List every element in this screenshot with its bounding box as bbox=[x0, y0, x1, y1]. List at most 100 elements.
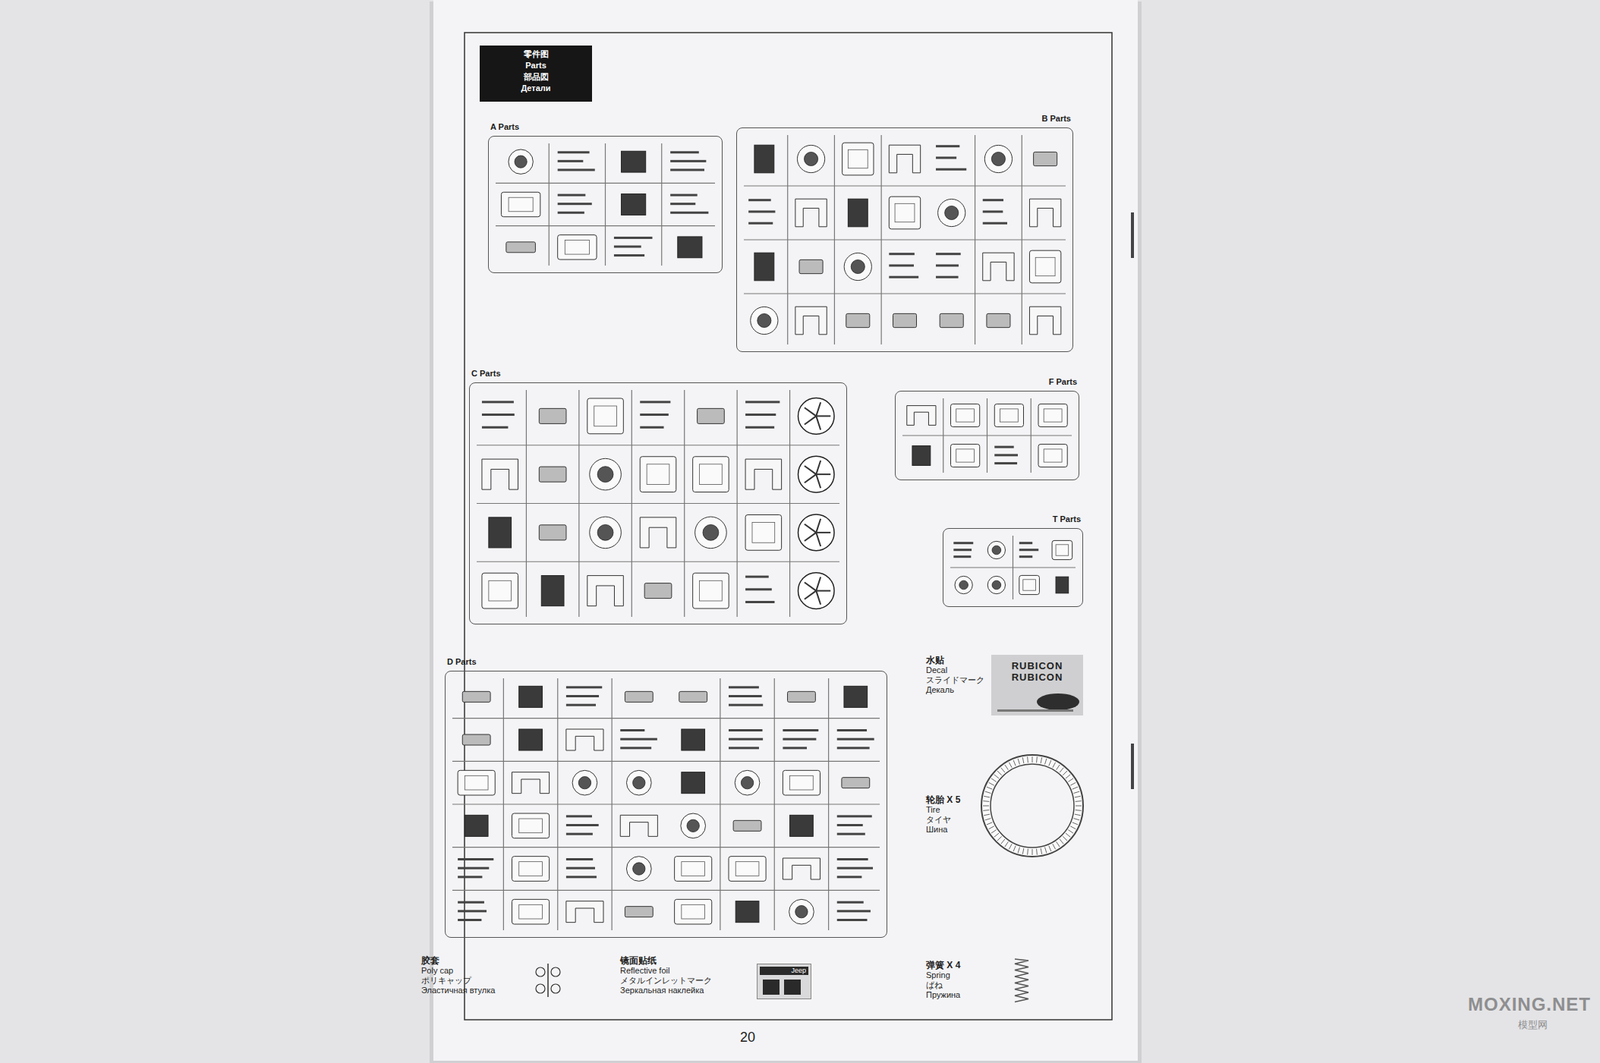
sprue-part bbox=[566, 833, 593, 836]
sprue-part bbox=[754, 144, 775, 174]
sprue-part bbox=[457, 901, 485, 904]
foil-artwork bbox=[761, 978, 807, 997]
sprue-runner bbox=[476, 561, 840, 563]
sprue-part bbox=[481, 400, 514, 404]
sprue-part bbox=[681, 862, 706, 877]
sprue-part bbox=[994, 462, 1018, 465]
sprue-part bbox=[935, 276, 959, 279]
sprue-part bbox=[837, 738, 875, 741]
sprue-part bbox=[752, 522, 775, 544]
legend-text: 水贴 bbox=[925, 655, 945, 666]
sprue-part bbox=[557, 211, 585, 215]
sprue-part bbox=[508, 197, 533, 212]
sprue-runner bbox=[743, 239, 1066, 240]
sprue-part bbox=[750, 306, 778, 334]
sprue-runner bbox=[737, 390, 738, 618]
reflective-foil: Jeep bbox=[756, 963, 812, 1000]
decal-text: RUBICON bbox=[996, 671, 1078, 684]
sprue-part bbox=[956, 409, 975, 423]
sprue-runner bbox=[789, 390, 791, 618]
sprue-runner bbox=[452, 890, 880, 892]
sprue-part bbox=[745, 515, 782, 552]
sprue-part bbox=[677, 236, 703, 259]
page-number: 20 bbox=[740, 1029, 756, 1046]
sprue-part bbox=[626, 770, 652, 796]
poly-cap-symbol bbox=[551, 967, 561, 977]
sprue-runner bbox=[719, 678, 721, 931]
wheel-spoke bbox=[815, 577, 821, 592]
wheel-spoke bbox=[815, 590, 831, 593]
sprue-part bbox=[686, 819, 700, 832]
sprue-part bbox=[728, 729, 763, 732]
wheel-spoke bbox=[804, 415, 816, 425]
page-border bbox=[464, 32, 1112, 1021]
sprue-part bbox=[597, 524, 614, 541]
sprue-part bbox=[674, 899, 712, 925]
sprue-part bbox=[959, 580, 969, 590]
sprue-part bbox=[907, 406, 936, 426]
legend-text: メタルインレットマーク bbox=[620, 976, 712, 986]
tire-tread bbox=[983, 814, 990, 816]
sprue-part bbox=[566, 875, 597, 879]
header-text: Детали bbox=[484, 82, 588, 95]
sprue-runner bbox=[452, 847, 880, 848]
sprue-part bbox=[566, 815, 593, 818]
tire-tread bbox=[1059, 768, 1064, 773]
sprue-label: F Parts bbox=[1048, 377, 1078, 387]
sprue-part bbox=[846, 313, 870, 328]
wheel-part bbox=[798, 398, 835, 435]
sprue-part bbox=[789, 899, 815, 925]
sprue-part bbox=[999, 409, 1018, 423]
sprue-part bbox=[541, 576, 564, 607]
sprue-part bbox=[681, 904, 706, 920]
sprue-part bbox=[837, 901, 864, 904]
tire-tread bbox=[1048, 846, 1052, 852]
sprue-part bbox=[837, 867, 873, 870]
sprue-runner bbox=[743, 292, 1066, 294]
sprue-part bbox=[987, 576, 1005, 594]
sprue-part bbox=[994, 446, 1014, 449]
tire-tread bbox=[1056, 841, 1060, 848]
sprue-part bbox=[1038, 444, 1068, 467]
sprue-part bbox=[679, 691, 708, 703]
sprue-part bbox=[837, 824, 863, 827]
sprue-part bbox=[991, 151, 1005, 166]
poly-cap-symbol bbox=[547, 963, 549, 998]
sprue-part bbox=[953, 555, 971, 558]
sprue-part bbox=[745, 413, 776, 416]
sprue-part bbox=[1043, 409, 1062, 423]
sprue-part bbox=[894, 203, 915, 222]
sprue-part bbox=[519, 862, 543, 877]
wheel-spoke bbox=[815, 519, 821, 533]
sprue-part bbox=[844, 686, 868, 708]
sprue-part bbox=[888, 144, 920, 174]
sprue-part bbox=[935, 264, 959, 267]
legend-text: Зеркальная наклейка bbox=[620, 985, 704, 996]
sprue-part bbox=[639, 456, 677, 493]
tire-tread bbox=[1045, 759, 1047, 766]
tire-tread bbox=[982, 809, 989, 812]
sprue-part bbox=[644, 583, 672, 599]
sprue-part bbox=[735, 901, 760, 923]
sprue-part bbox=[745, 400, 780, 404]
sprue-part bbox=[745, 459, 782, 490]
sprue-part bbox=[512, 772, 550, 794]
sprue-part bbox=[670, 194, 698, 197]
sprue-part bbox=[500, 192, 540, 217]
legend-text: スライドマーク bbox=[925, 675, 985, 686]
sprue-part bbox=[837, 729, 867, 732]
sprue-part bbox=[519, 818, 543, 834]
header-text: Parts bbox=[484, 59, 588, 72]
sprue-part bbox=[566, 858, 593, 861]
sprue-part bbox=[888, 196, 920, 230]
sprue-part bbox=[462, 734, 491, 746]
foil-square bbox=[784, 979, 801, 996]
decal-sheet: RUBICONRUBICON bbox=[991, 655, 1084, 716]
tire-tread bbox=[1074, 818, 1081, 821]
sprue-part bbox=[982, 198, 1004, 202]
sprue-frame: T Parts bbox=[942, 528, 1084, 608]
sprue-part bbox=[850, 259, 865, 274]
sprue-part bbox=[1035, 257, 1056, 276]
sprue-part bbox=[670, 211, 709, 215]
sprue-part bbox=[699, 464, 723, 486]
